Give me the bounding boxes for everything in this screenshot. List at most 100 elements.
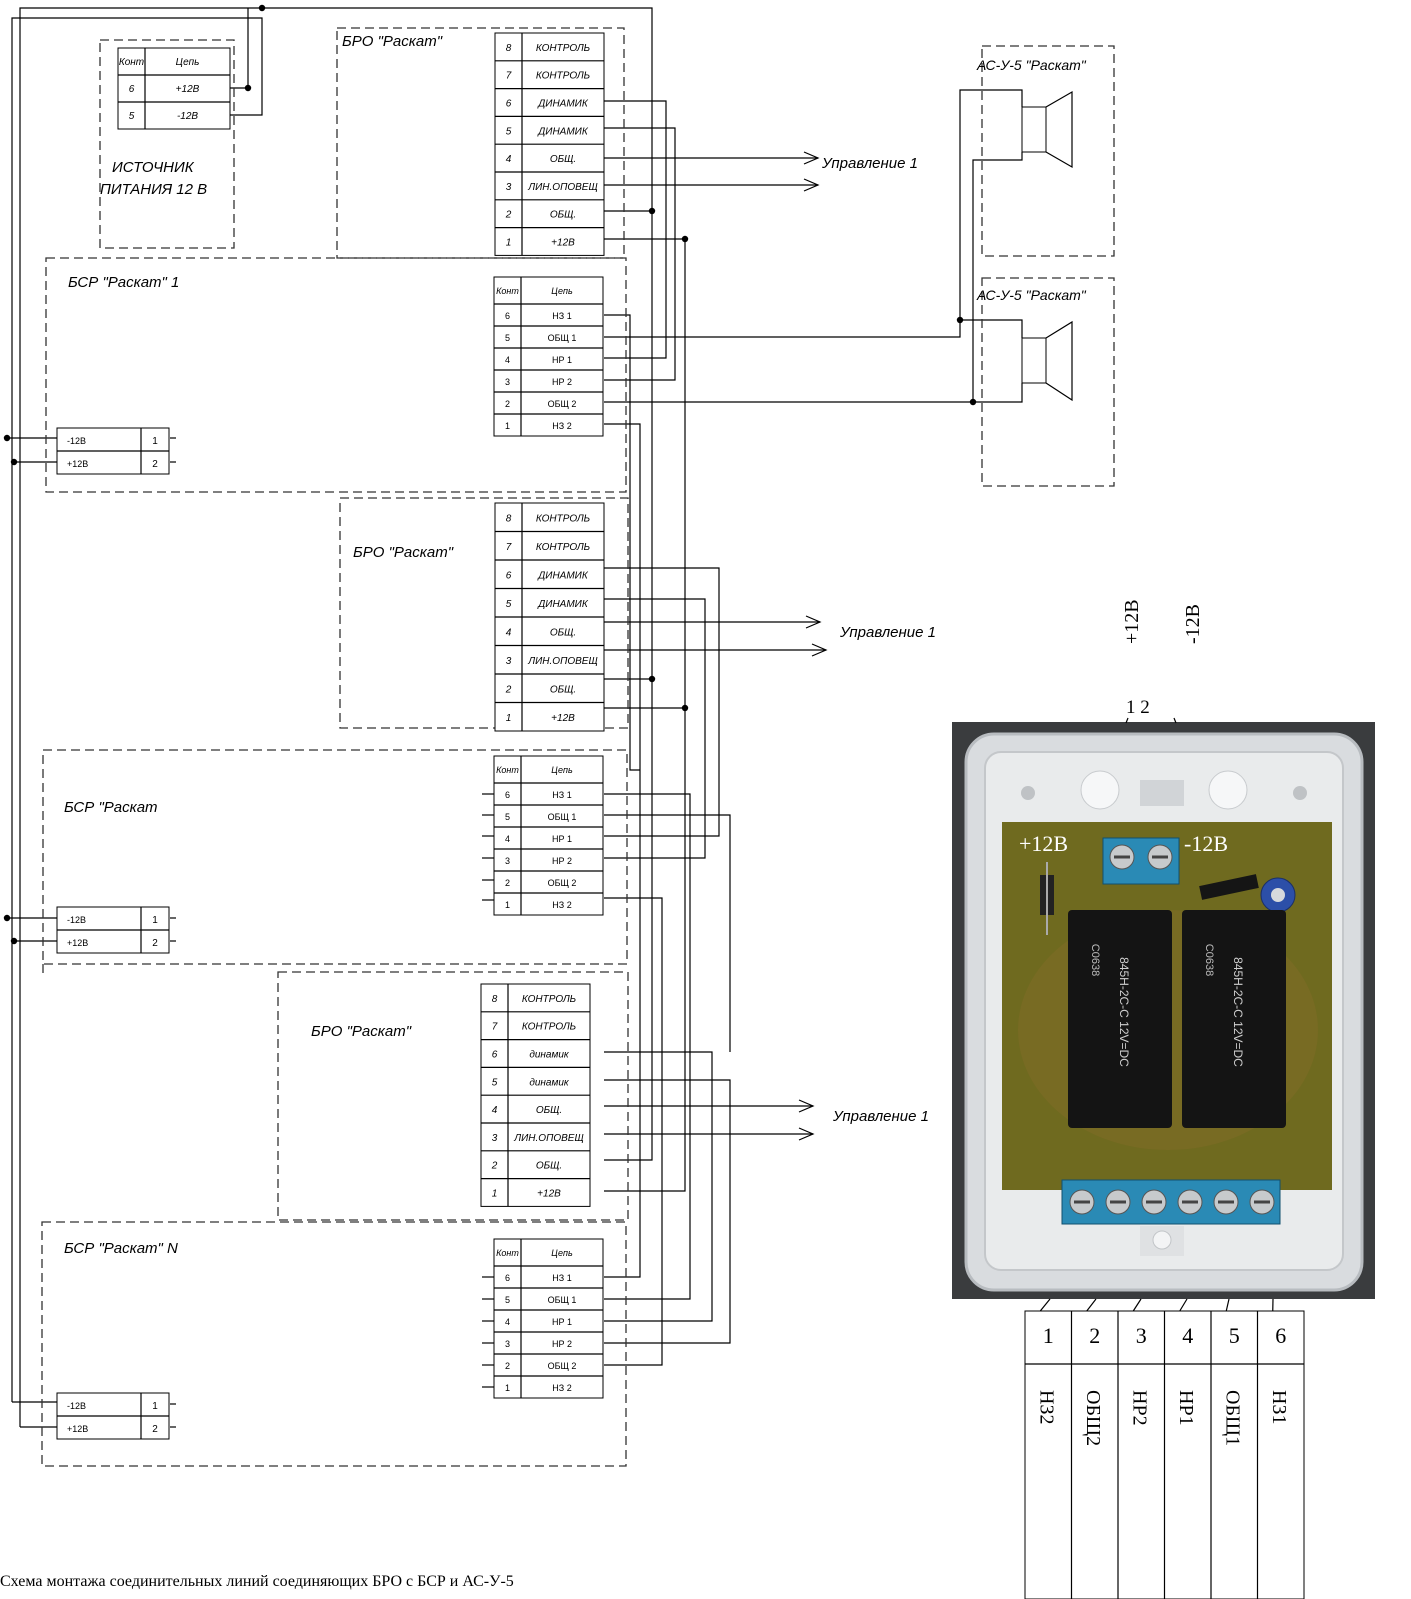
terminal-screws: [1069, 1189, 1275, 1215]
dashed-frame: [981, 277, 1115, 487]
wire: [604, 211, 653, 1161]
wire: [960, 319, 1023, 338]
bro2-pin: 7: [506, 542, 512, 553]
bsr2-pin: 3: [505, 856, 510, 866]
psu-row-circuit: -12В: [177, 111, 198, 122]
wire: [604, 1051, 713, 1322]
bro1-pin: 7: [506, 71, 512, 82]
bsr2-power-label: +12В: [67, 938, 88, 948]
bsr1-pin: 2: [505, 399, 510, 409]
bro1-label: +12В: [551, 238, 575, 249]
bro3-pin: 3: [492, 1133, 498, 1144]
bro3-label: динамик: [529, 1050, 570, 1061]
bro2-label: КОНТРОЛЬ: [536, 542, 590, 553]
bro1-label: ЛИН.ОПОВЕЩ: [527, 182, 597, 193]
bsr3-power-label: -12В: [67, 1401, 86, 1411]
bsr1-table: [493, 276, 604, 437]
bsr3-header-circuit: Цепь: [551, 1248, 573, 1258]
bro3-label: ОБЩ.: [536, 1105, 562, 1116]
bsr3-power-pin: 1: [152, 1401, 158, 1412]
bro3-pin: 5: [492, 1077, 498, 1088]
wire: [973, 383, 1023, 403]
bro3-label: КОНТРОЛЬ: [522, 994, 576, 1005]
bro2-pin: 6: [506, 570, 512, 581]
bro1-pin: 8: [506, 43, 512, 54]
bsr1-label: ОБЩ 2: [548, 399, 577, 409]
dashed-frame: [277, 971, 629, 1221]
wire: [604, 897, 663, 1366]
top-pins-label: 1 2: [1126, 697, 1150, 718]
bro1-pin: 4: [506, 154, 512, 165]
psu-header-circuit: Цепь: [176, 57, 200, 68]
bsr2-power-label: -12В: [67, 915, 86, 925]
bro2-pin: 2: [505, 684, 512, 695]
bsr1-label: НЗ 1: [552, 311, 571, 321]
psu-row-contact: 5: [129, 111, 135, 122]
bro2-label: +12В: [551, 713, 575, 724]
bsr1-label: НЗ 2: [552, 421, 571, 431]
junction-dot: [969, 398, 977, 406]
bsr2-label: ОБЩ 2: [548, 878, 577, 888]
speaker-icon-2: [1021, 320, 1073, 402]
bsr2-power-pin: 1: [152, 915, 158, 926]
bsr2-label: ОБЩ 1: [548, 812, 577, 822]
bsr3-table: [493, 1238, 604, 1399]
psu-header-contact: Конт: [119, 57, 144, 68]
junction-dot: [3, 914, 11, 922]
bsr3-label: НР 2: [552, 1339, 572, 1349]
terminal-number: 3: [1136, 1323, 1147, 1348]
bsr3-label: НЗ 1: [552, 1273, 571, 1283]
wire: [604, 127, 676, 381]
bsr2-pin: 6: [505, 790, 510, 800]
bsr2-pin: 4: [505, 834, 510, 844]
terminal-lead: [1225, 1298, 1230, 1312]
bro3-pin: 1: [492, 1189, 498, 1200]
junction-dot: [681, 235, 689, 243]
board-plus-label: +12В: [1019, 831, 1068, 856]
wire: [604, 1079, 731, 1344]
bsr-title-3: БСР "Раскат" N: [64, 1240, 178, 1257]
control-arrow: [805, 615, 822, 629]
wire: [604, 89, 1023, 338]
top-minus-label: -12В: [1182, 604, 1204, 644]
control-arrow: [811, 643, 828, 657]
bsr3-label: ОБЩ 1: [548, 1295, 577, 1305]
wire: [11, 17, 263, 1402]
bsr2-label: НЗ 1: [552, 790, 571, 800]
psu-table: [117, 47, 231, 130]
bro1-label: ОБЩ.: [550, 210, 576, 221]
bro3-pin: 6: [492, 1050, 498, 1061]
bsr2-header-contact: Конт: [496, 765, 519, 775]
junction-dot: [10, 937, 18, 945]
junction-dot: [10, 458, 18, 466]
wire: [604, 567, 720, 837]
psu-title-line1: ИСТОЧНИК: [112, 159, 195, 176]
junction-dot: [956, 316, 964, 324]
wire: [604, 152, 1023, 403]
control-arrow: [803, 178, 820, 192]
bsr1-label: ОБЩ 1: [548, 333, 577, 343]
wire: [604, 598, 706, 859]
bsr1-pin: 1: [505, 421, 510, 431]
terminal-number: 6: [1275, 1323, 1286, 1348]
terminal-number: 4: [1182, 1323, 1193, 1348]
top-plus-label: +12В: [1121, 599, 1143, 644]
bsr2-power-pin: 2: [152, 938, 158, 949]
control-label-2: Управление 1: [839, 624, 936, 641]
bro-title-2: БРО "Раскат": [353, 544, 454, 561]
junction-dot: [648, 207, 656, 215]
bro3-pin: 7: [492, 1022, 498, 1033]
bro1-pin: 2: [505, 210, 512, 221]
bro3-label: +12В: [537, 1189, 561, 1200]
bro2-label: ОБЩ.: [550, 684, 576, 695]
control-arrow: [798, 1099, 815, 1113]
relay-code-1: C0638: [1089, 944, 1101, 976]
bsr1-header-contact: Конт: [496, 286, 519, 296]
bsr3-label: ОБЩ 2: [548, 1361, 577, 1371]
relay-code-2: C0638: [1203, 944, 1215, 976]
dashed-frame: [99, 39, 235, 249]
bsr1-header-circuit: Цепь: [551, 286, 573, 296]
bsr2-pin: 5: [505, 812, 510, 822]
bro3-pin: 4: [492, 1105, 498, 1116]
